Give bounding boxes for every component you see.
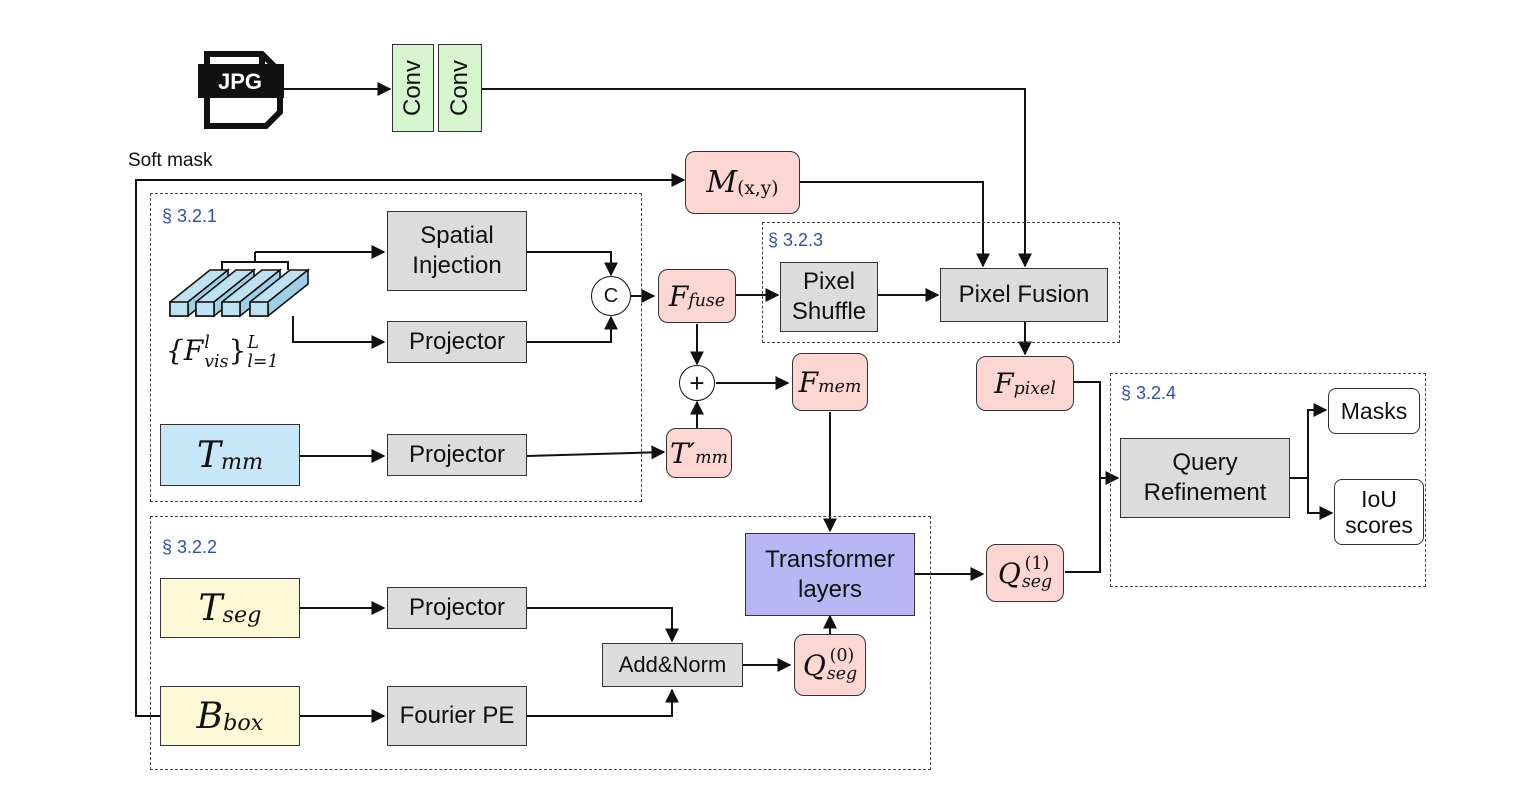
fourier-pe-block: Fourier PE (387, 686, 527, 746)
t-seg-sub: seg (222, 601, 262, 628)
conv-label-1: Conv (399, 59, 426, 117)
q1-node: Q(1)seg (986, 544, 1064, 602)
m-sub: (x,y) (737, 178, 779, 200)
spatial-injection-line-2: Injection (412, 252, 502, 279)
f-vis-close: } (228, 334, 247, 367)
conv-block-2: Conv (438, 44, 482, 132)
b-box-sub: box (223, 709, 264, 736)
conv-label-2: Conv (446, 59, 473, 117)
projector-tmm-block: Projector (387, 434, 527, 476)
section-3-2-3-label: § 3.2.3 (768, 230, 824, 250)
f-mem-sub: mem (818, 377, 862, 398)
t-mm-prime-base: T′ (670, 436, 696, 470)
projector-vis-label: Projector (408, 328, 506, 355)
f-fuse-sub: fuse (688, 291, 726, 312)
add-operator: + (679, 365, 715, 401)
f-vis-sup: l (204, 333, 210, 354)
projector-tmm-label: Projector (408, 441, 506, 468)
feature-stack-icon (169, 268, 311, 318)
f-mem-base: F (798, 365, 819, 399)
spatial-injection-line-1: Spatial (420, 222, 494, 249)
t-mm-prime-node: T′mm (666, 428, 732, 478)
q1-sup: (1) (1024, 553, 1050, 574)
pixel-shuffle-line-2: Shuffle (791, 298, 867, 325)
pixel-shuffle-block: Pixel Shuffle (780, 262, 878, 332)
spatial-injection-block: Spatial Injection (387, 211, 527, 291)
projector-tseg-label: Projector (408, 594, 506, 621)
add-norm-label: Add&Norm (618, 652, 727, 678)
section-3-2-4 (1110, 373, 1426, 587)
masks-label: Masks (1340, 397, 1408, 424)
b-box-base: B (196, 695, 224, 737)
pixel-fusion-label: Pixel Fusion (958, 281, 1090, 308)
query-refinement-line-2: Refinement (1143, 479, 1267, 506)
transformer-layers-block: Transformer layers (745, 533, 915, 616)
pixel-shuffle-line-1: Pixel (802, 268, 856, 295)
q1-base: Q (997, 556, 1021, 590)
add-norm-block: Add&Norm (602, 643, 743, 687)
f-vis-open: {F (166, 334, 204, 367)
jpg-file-icon (198, 51, 284, 129)
f-fuse-base: F (668, 279, 689, 313)
q0-sup: (0) (829, 645, 855, 666)
q0-node: Q(0)seg (794, 634, 866, 696)
concat-operator: C (591, 276, 631, 316)
t-mm-base: T (196, 434, 221, 476)
m-base: M (706, 164, 738, 200)
f-pixel-sub: pixel (1013, 378, 1056, 399)
section-3-2-1-label: § 3.2.1 (162, 206, 218, 226)
q0-base: Q (802, 648, 826, 682)
iou-line-1: IoU (1361, 485, 1397, 512)
soft-mask-node: M(x,y) (685, 151, 800, 214)
fourier-pe-label: Fourier PE (399, 702, 515, 729)
q1-sub: seg (1021, 572, 1053, 592)
conv-block-1: Conv (392, 44, 434, 132)
f-vis-sub: vis (204, 351, 229, 372)
jpg-icon-label: JPG (218, 69, 262, 94)
f-pixel-base: F (994, 367, 1014, 400)
section-3-2-2 (150, 516, 931, 770)
t-mm-prime-sub: mm (695, 448, 728, 469)
q0-sub: seg (826, 664, 858, 684)
t-seg-base: T (198, 587, 223, 629)
iou-line-2: scores (1345, 512, 1413, 538)
section-3-2-2-label: § 3.2.2 (162, 537, 218, 557)
pixel-fusion-block: Pixel Fusion (940, 268, 1108, 322)
f-vis-range-sup: L (247, 333, 259, 354)
projector-vis-block: Projector (387, 321, 527, 363)
iou-scores-output: IoU scores (1334, 479, 1424, 545)
add-symbol: + (689, 367, 705, 398)
query-refinement-line-1: Query (1172, 449, 1238, 476)
f-vis-range-sub: l=1 (247, 351, 279, 372)
section-3-2-1 (150, 193, 642, 502)
query-refinement-block: Query Refinement (1120, 438, 1290, 518)
projector-tseg-block: Projector (387, 587, 527, 629)
t-mm-sub: mm (220, 448, 264, 475)
concat-symbol: C (603, 284, 619, 307)
soft-mask-label: Soft mask (128, 150, 213, 171)
transformer-line-1: Transformer (765, 545, 895, 573)
section-3-2-3 (762, 222, 1120, 343)
masks-output: Masks (1328, 388, 1420, 434)
section-3-2-4-label: § 3.2.4 (1121, 383, 1177, 403)
transformer-line-2: layers (797, 575, 863, 603)
